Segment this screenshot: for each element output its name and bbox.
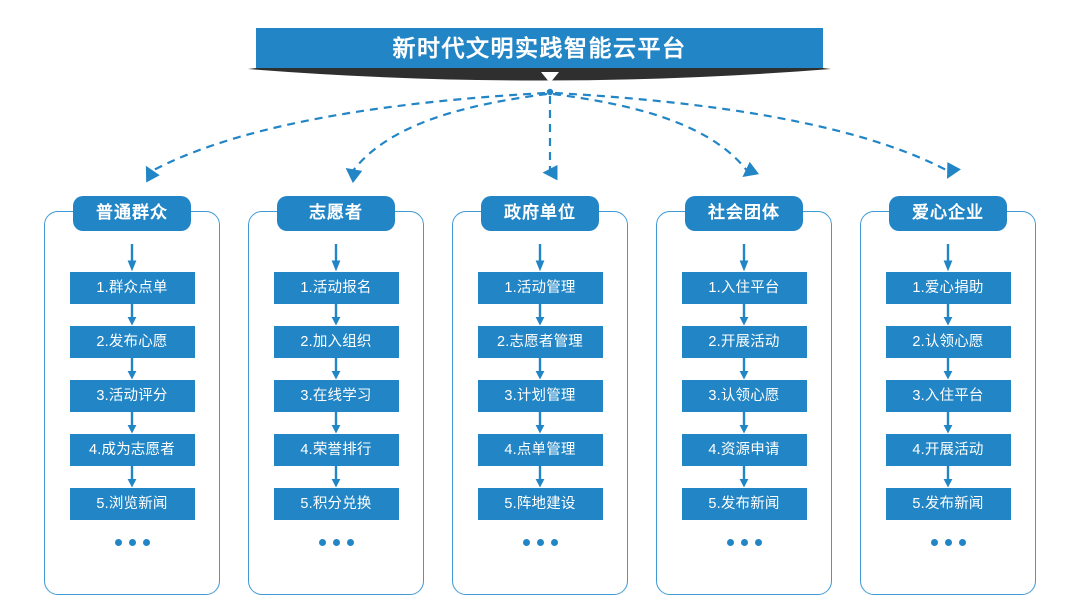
connector-to-enterprise (554, 91, 961, 179)
more-ellipsis-icon (318, 539, 354, 546)
step-arrow-down-icon (127, 466, 137, 488)
column-header-social-group[interactable]: 社会团体 (685, 196, 803, 231)
step-arrow-down-icon (535, 358, 545, 380)
title-bar: 新时代文明实践智能云平台 (256, 28, 823, 68)
step-item[interactable]: 4.成为志愿者 (69, 434, 195, 466)
step-arrow-down-icon (331, 412, 341, 434)
role-column-government: 政府单位 1.活动管理 2.志愿者管理 3.计划管理 4.点单管理 5.阵地建设 (442, 196, 638, 596)
step-list: 1.活动管理 2.志愿者管理 3.计划管理 4.点单管理 5.阵地建设 (442, 244, 638, 546)
step-arrow-down-icon (943, 244, 953, 272)
step-arrow-down-icon (943, 304, 953, 326)
step-item[interactable]: 1.群众点单 (69, 272, 195, 304)
step-item[interactable]: 1.爱心捐助 (885, 272, 1011, 304)
platform-title-banner: 新时代文明实践智能云平台 (256, 28, 823, 68)
more-ellipsis-icon (522, 539, 558, 546)
step-item[interactable]: 5.阵地建设 (477, 488, 603, 520)
step-arrow-down-icon (739, 412, 749, 434)
step-item[interactable]: 3.计划管理 (477, 380, 603, 412)
step-arrow-down-icon (535, 466, 545, 488)
step-arrow-down-icon (739, 244, 749, 272)
step-arrow-down-icon (331, 244, 341, 272)
step-arrow-down-icon (331, 358, 341, 380)
page-title: 新时代文明实践智能云平台 (392, 34, 687, 61)
step-arrow-down-icon (535, 244, 545, 272)
connector-to-public (145, 91, 546, 183)
step-item[interactable]: 4.荣誉排行 (273, 434, 399, 466)
role-column-public: 普通群众 1.群众点单 2.发布心愿 3.活动评分 4.成为志愿者 5.浏览新闻 (34, 196, 230, 596)
step-item[interactable]: 2.认领心愿 (885, 326, 1011, 358)
step-item[interactable]: 2.开展活动 (681, 326, 807, 358)
step-arrow-down-icon (127, 412, 137, 434)
step-list: 1.活动报名 2.加入组织 3.在线学习 4.荣誉排行 5.积分兑换 (238, 244, 434, 546)
step-item[interactable]: 5.发布新闻 (885, 488, 1011, 520)
step-item[interactable]: 3.在线学习 (273, 380, 399, 412)
step-item[interactable]: 4.点单管理 (477, 434, 603, 466)
step-arrow-down-icon (943, 412, 953, 434)
step-item[interactable]: 3.入住平台 (885, 380, 1011, 412)
step-item[interactable]: 5.浏览新闻 (69, 488, 195, 520)
step-list: 1.爱心捐助 2.认领心愿 3.入住平台 4.开展活动 5.发布新闻 (850, 244, 1046, 546)
step-item[interactable]: 3.活动评分 (69, 380, 195, 412)
step-arrow-down-icon (535, 412, 545, 434)
step-arrow-down-icon (331, 466, 341, 488)
step-arrow-down-icon (127, 358, 137, 380)
step-item[interactable]: 2.发布心愿 (69, 326, 195, 358)
role-column-volunteer: 志愿者 1.活动报名 2.加入组织 3.在线学习 4.荣誉排行 5.积分兑换 (238, 196, 434, 596)
connector-to-volunteer (345, 92, 548, 184)
column-header-enterprise[interactable]: 爱心企业 (889, 196, 1007, 231)
step-list: 1.群众点单 2.发布心愿 3.活动评分 4.成为志愿者 5.浏览新闻 (34, 244, 230, 546)
role-column-social-group: 社会团体 1.入住平台 2.开展活动 3.认领心愿 4.资源申请 5.发布新闻 (646, 196, 842, 596)
step-arrow-down-icon (127, 244, 137, 272)
step-arrow-down-icon (943, 466, 953, 488)
connector-to-social-group (552, 92, 760, 178)
step-arrow-down-icon (535, 304, 545, 326)
step-item[interactable]: 2.志愿者管理 (477, 326, 603, 358)
step-arrow-down-icon (943, 358, 953, 380)
column-header-government[interactable]: 政府单位 (481, 196, 599, 231)
step-arrow-down-icon (739, 466, 749, 488)
step-item[interactable]: 2.加入组织 (273, 326, 399, 358)
step-item[interactable]: 5.积分兑换 (273, 488, 399, 520)
step-arrow-down-icon (739, 358, 749, 380)
step-item[interactable]: 1.活动管理 (477, 272, 603, 304)
step-item[interactable]: 4.资源申请 (681, 434, 807, 466)
step-item[interactable]: 4.开展活动 (885, 434, 1011, 466)
title-ribbon (248, 68, 831, 81)
column-header-public[interactable]: 普通群众 (73, 196, 191, 231)
step-item[interactable]: 1.入住平台 (681, 272, 807, 304)
role-columns: 普通群众 1.群众点单 2.发布心愿 3.活动评分 4.成为志愿者 5.浏览新闻 志愿者 1.… (0, 196, 1080, 600)
more-ellipsis-icon (726, 539, 762, 546)
role-column-enterprise: 爱心企业 1.爱心捐助 2.认领心愿 3.入住平台 4.开展活动 5.发布新闻 (850, 196, 1046, 596)
more-ellipsis-icon (930, 539, 966, 546)
column-header-volunteer[interactable]: 志愿者 (277, 196, 395, 231)
chevron-down-icon (541, 72, 559, 83)
step-item[interactable]: 1.活动报名 (273, 272, 399, 304)
step-arrow-down-icon (739, 304, 749, 326)
connector-hub (546, 88, 554, 96)
more-ellipsis-icon (114, 539, 150, 546)
step-arrow-down-icon (127, 304, 137, 326)
step-arrow-down-icon (331, 304, 341, 326)
step-item[interactable]: 5.发布新闻 (681, 488, 807, 520)
step-list: 1.入住平台 2.开展活动 3.认领心愿 4.资源申请 5.发布新闻 (646, 244, 842, 546)
step-item[interactable]: 3.认领心愿 (681, 380, 807, 412)
